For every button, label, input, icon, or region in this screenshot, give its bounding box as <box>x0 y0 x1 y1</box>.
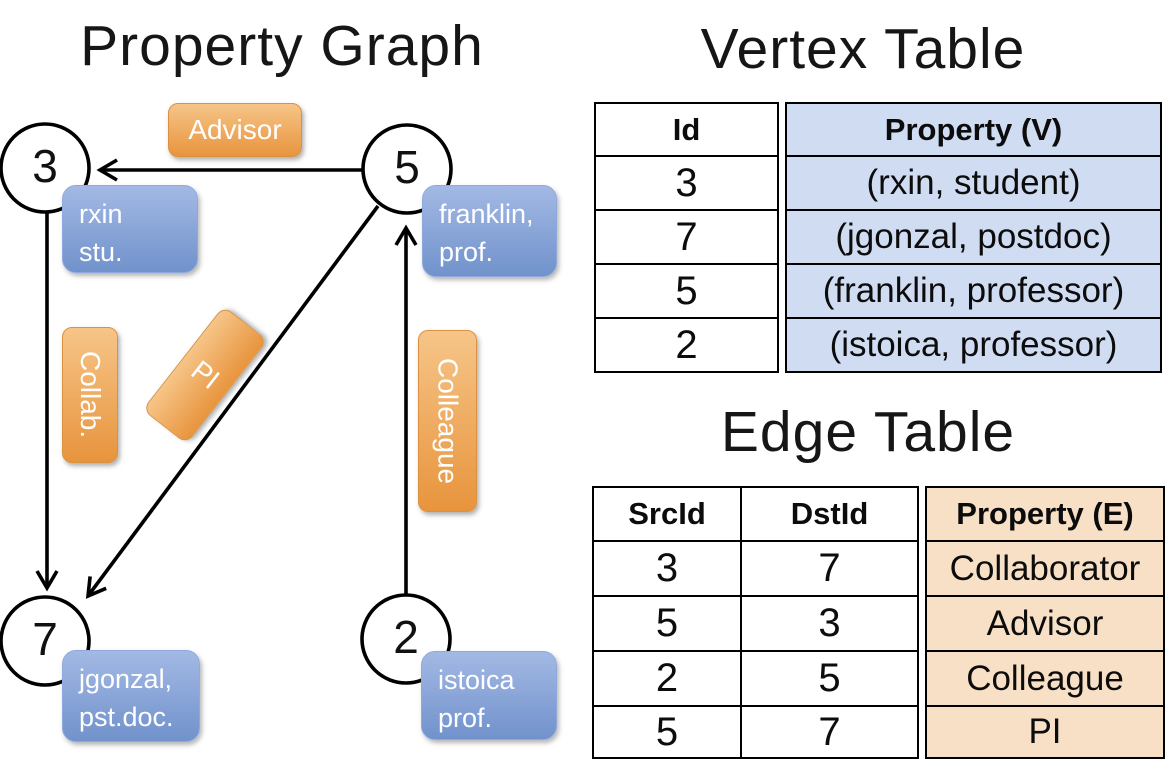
vertex-table-cell-id: 7 <box>596 211 777 265</box>
edge-table-cell-srcid: 5 <box>594 597 742 652</box>
vertex-id-2: 2 <box>393 610 419 663</box>
vertex-id-3: 3 <box>32 139 58 192</box>
vertex-id-7: 7 <box>32 612 58 665</box>
vertex-property-2-line1: istoica <box>438 665 515 695</box>
edge-label-collab: Collab. <box>62 327 118 463</box>
vertex-property-3-line1: rxin <box>79 199 123 229</box>
edge-label-pi-text: PI <box>185 354 226 395</box>
edge-table-cell-property: Advisor <box>927 597 1163 652</box>
vertex-table-property-column: Property (V) (rxin, student) (jgonzal, p… <box>785 102 1162 373</box>
vertex-table-cell-id: 5 <box>596 265 777 319</box>
vertex-property-2-line2: prof. <box>438 703 493 734</box>
edge-table-cell-srcid: 5 <box>594 707 742 757</box>
vertex-table-cell-property: (jgonzal, postdoc) <box>787 211 1160 265</box>
edge-table-title: Edge Table <box>720 400 1016 464</box>
edge-table-cell-srcid: 2 <box>594 652 742 707</box>
edge-table: SrcId DstId 3 7 5 3 2 5 5 7 Property (E)… <box>592 486 1165 759</box>
vertex-property-box-2: istoica prof. <box>421 651 557 740</box>
edge-label-colleague-text: Colleague <box>432 357 464 485</box>
vertex-table: Id 3 7 5 2 Property (V) (rxin, student) … <box>594 102 1162 373</box>
vertex-table-header-id: Id <box>596 104 777 157</box>
vertex-table-id-column: Id 3 7 5 2 <box>594 102 779 373</box>
edge-table-cell-property: Collaborator <box>927 542 1163 597</box>
vertex-table-cell-id: 2 <box>675 322 698 367</box>
vertex-table-title: Vertex Table <box>700 17 1026 81</box>
vertex-property-box-5: franklin, prof. <box>422 185 557 277</box>
vertex-table-cell-id: 3 <box>596 157 777 211</box>
vertex-property-5-line1: franklin, <box>439 199 534 229</box>
edge-table-cell-property: Colleague <box>927 652 1163 707</box>
edge-table-cell-dstid: 3 <box>742 597 917 652</box>
edge-table-header-property: Property (E) <box>927 488 1163 542</box>
vertex-table-cell-property: (rxin, student) <box>787 157 1160 211</box>
edge-table-id-columns: SrcId DstId 3 7 5 3 2 5 5 7 <box>592 486 919 759</box>
edge-label-collab-text: Collab. <box>75 351 106 439</box>
edge-table-property-column: Property (E) Collaborator Advisor Collea… <box>925 486 1165 759</box>
vertex-property-3-line2: stu. <box>79 237 123 268</box>
vertex-id-5: 5 <box>394 140 420 193</box>
edge-table-header-srcid: SrcId <box>594 488 742 542</box>
edge-table-cell-dstid: 7 <box>818 709 841 754</box>
vertex-property-7-line1: jgonzal, <box>79 664 173 694</box>
vertex-table-header-property: Property (V) <box>787 104 1160 157</box>
vertex-property-box-7: jgonzal, pst.doc. <box>62 650 200 742</box>
edge-label-advisor-text: Advisor <box>188 114 282 145</box>
edge-label-colleague: Colleague <box>418 330 477 512</box>
vertex-table-cell-property: (istoica, professor) <box>787 319 1160 371</box>
vertex-table-cell-property: (franklin, professor) <box>787 265 1160 319</box>
edge-table-cell-srcid: 3 <box>594 542 742 597</box>
vertex-property-5-line2: prof. <box>439 237 494 268</box>
edge-label-advisor: Advisor <box>168 103 302 157</box>
edge-table-header-dstid: DstId <box>742 488 917 542</box>
edge-table-cell-dstid: 7 <box>742 542 917 597</box>
edge-table-cell-property: PI <box>927 707 1163 757</box>
vertex-property-7-line2: pst.doc. <box>79 702 174 733</box>
edge-pi-5-to-7 <box>85 204 380 599</box>
property-graph-title: Property Graph <box>80 14 484 78</box>
vertex-property-box-3: rxin stu. <box>62 185 198 273</box>
edge-table-cell-dstid: 5 <box>742 652 917 707</box>
